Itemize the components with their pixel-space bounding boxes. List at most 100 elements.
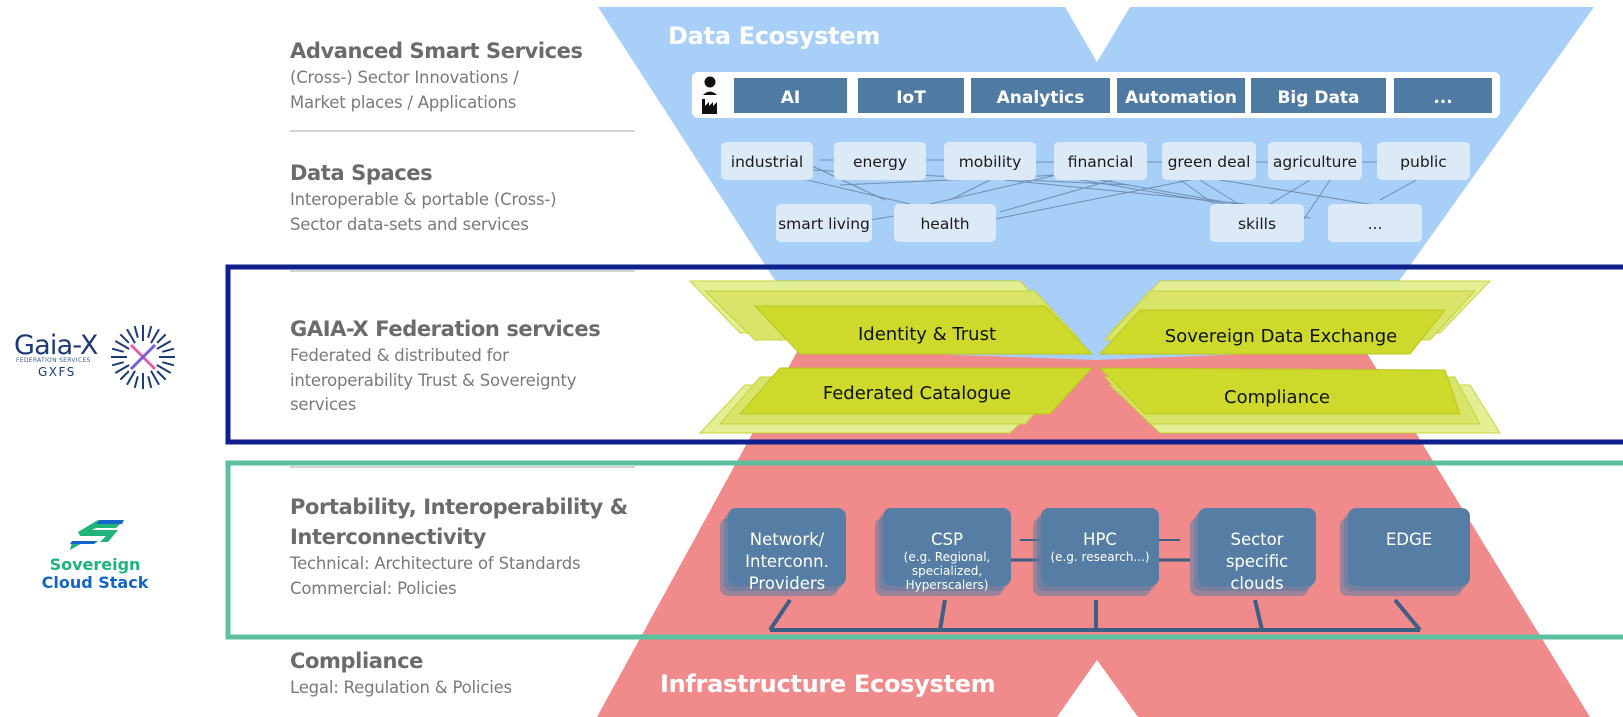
layer-desc-line: Commercial: Policies xyxy=(290,578,457,598)
layer-desc-line: Legal: Regulation & Policies xyxy=(290,678,512,697)
tech-ai: AI xyxy=(734,78,847,113)
layer-desc-line: Sector data-sets and services xyxy=(290,214,529,234)
provider-csp: CSP(e.g. Regional,specialized,Hyperscale… xyxy=(875,508,1011,596)
star-ray xyxy=(147,376,153,389)
provider-label: Sector xyxy=(1230,530,1283,549)
sector-box xyxy=(1268,142,1362,180)
sector-box xyxy=(1162,142,1256,180)
layer-compliance: Compliance Legal: Regulation & Policies xyxy=(290,646,650,701)
layer-title: GAIA-X Federation services xyxy=(290,317,601,341)
provider-sublabel: (e.g. Regional, xyxy=(904,550,991,564)
sector-box xyxy=(834,142,926,180)
star-ray xyxy=(119,333,130,344)
star-ray xyxy=(133,376,139,389)
sector-label: industrial xyxy=(731,153,803,171)
layer-desc-line: Federated & distributed for xyxy=(290,346,509,365)
sector-industrial: industrial xyxy=(721,142,813,180)
provider-box xyxy=(883,508,1011,586)
sector-public: public xyxy=(1377,142,1470,180)
sovereign-cloud-stack-icon xyxy=(70,520,124,550)
infrastructure-providers: Network/Interconn.Providers CSP(e.g. Regi… xyxy=(720,508,1470,596)
sector-box xyxy=(776,204,872,242)
star-ray xyxy=(150,328,160,344)
sector-box xyxy=(1377,142,1470,180)
sector-link xyxy=(1379,177,1421,201)
tech-box xyxy=(734,78,847,113)
provider-label: specific xyxy=(1226,552,1288,571)
sector-label: energy xyxy=(853,153,907,171)
sector-health: health xyxy=(894,204,996,242)
sovereign-data-exchange-panel xyxy=(1098,309,1447,355)
sector-smart-living: smart living xyxy=(776,204,872,242)
layer-desc-line: (Cross-) Sector Innovations / xyxy=(290,68,519,87)
layer-title: Advanced Smart Services xyxy=(290,39,583,63)
sector-agriculture: agriculture xyxy=(1268,142,1362,180)
provider-box xyxy=(1041,508,1159,586)
infrastructure-ecosystem-title: Infrastructure Ecosystem xyxy=(660,670,995,698)
data-ecosystem-title: Data Ecosystem xyxy=(668,22,880,50)
sector-link xyxy=(789,175,911,205)
sector-label: mobility xyxy=(959,153,1022,171)
layer-advanced-smart-services: Advanced Smart Services (Cross-) Sector … xyxy=(290,36,650,115)
provider-network-interconn-providers: Network/Interconn.Providers xyxy=(720,508,846,596)
layer-desc-line: Market places / Applications xyxy=(290,92,517,112)
provider-box xyxy=(1198,508,1316,586)
provider-sublabel: Hyperscalers) xyxy=(906,578,989,592)
person-factory-icon xyxy=(702,76,717,114)
sector-box xyxy=(944,142,1036,180)
layer-desc-line: services xyxy=(290,395,357,414)
layer-portability-interoperability: Portability, Interoperability & Intercon… xyxy=(290,492,650,601)
identity-trust-panel xyxy=(753,305,1094,355)
sector-label: skills xyxy=(1238,215,1276,233)
star-ray xyxy=(114,364,130,374)
gaiax-logo-subtitle: FEDERATION SERVICES xyxy=(16,357,91,364)
layer-desc-line: Technical: Architecture of Standards xyxy=(290,554,581,573)
separator xyxy=(290,270,635,272)
tech-box xyxy=(858,78,964,113)
gaiax-frame xyxy=(225,264,1623,445)
sector-link xyxy=(989,174,1216,221)
provider-box xyxy=(1348,508,1470,586)
star-ray xyxy=(147,325,153,338)
provider-label: EDGE xyxy=(1386,530,1432,549)
sector-green-deal: green deal xyxy=(1162,142,1256,180)
star-ray xyxy=(162,347,175,353)
layer-desc-line: interoperability Trust & Sovereignty xyxy=(290,370,577,390)
star-ray xyxy=(156,370,167,381)
sector-box xyxy=(1328,204,1422,242)
tech-label: ... xyxy=(1433,88,1452,108)
provider-edge: EDGE xyxy=(1340,508,1470,596)
sector-skills: skills xyxy=(1210,204,1304,242)
sector-link xyxy=(949,179,991,201)
tech-label: Big Data xyxy=(1277,88,1359,108)
provider-sublabel: specialized, xyxy=(912,564,982,578)
federation-services: Identity & Trust Sovereign Data Exchange… xyxy=(688,280,1501,434)
sector-label: financial xyxy=(1068,153,1134,171)
layer-title: Compliance xyxy=(290,649,423,673)
layer-title: Portability, Interoperability & xyxy=(290,495,628,519)
sector-box xyxy=(894,204,996,242)
gaiax-logo-abbrev: GXFS xyxy=(38,365,76,379)
sector-energy: energy xyxy=(834,142,926,180)
tech-label: Automation xyxy=(1125,88,1237,108)
layer-desc-line: Interoperable & portable (Cross-) xyxy=(290,190,557,209)
star-ray xyxy=(114,340,130,350)
tech-label: Analytics xyxy=(997,88,1085,108)
sector-label: agriculture xyxy=(1273,153,1357,171)
star-ray xyxy=(126,328,136,344)
layer-title: Data Spaces xyxy=(290,161,433,185)
tech-box xyxy=(971,78,1110,113)
provider-box xyxy=(728,508,846,586)
sector-mobility: mobility xyxy=(944,142,1036,180)
scs-logo-line2: Cloud Stack xyxy=(41,573,149,592)
identity-trust-label: Identity & Trust xyxy=(858,324,996,345)
star-ray xyxy=(126,370,136,386)
sector-label: green deal xyxy=(1168,153,1251,171)
scs-frame xyxy=(225,460,1623,640)
tech-more: ... xyxy=(1394,78,1492,113)
tech-big-data: Big Data xyxy=(1251,78,1386,113)
sector-label: ... xyxy=(1368,215,1383,233)
